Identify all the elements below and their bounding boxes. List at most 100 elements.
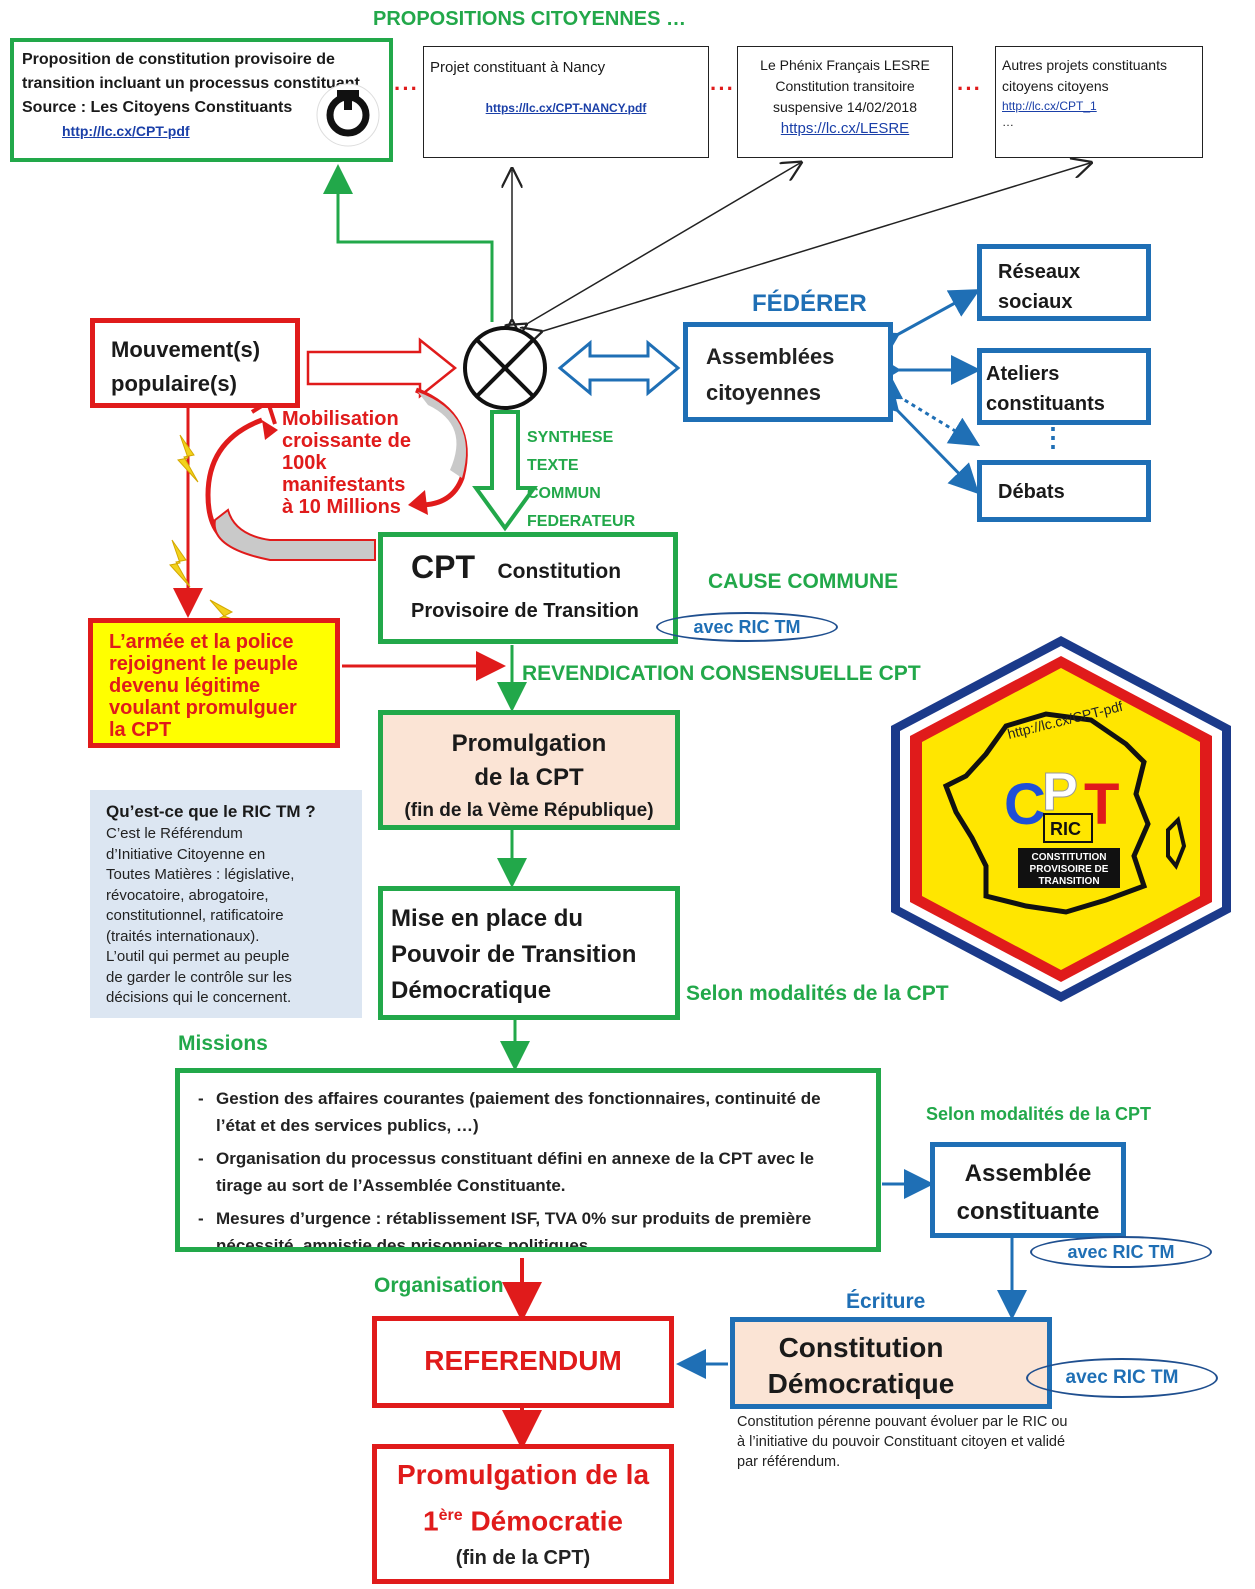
revendication-label: REVENDICATION CONSENSUELLE CPT <box>522 662 921 685</box>
proposal-box-3: Le Phénix Français LESRE Constitution tr… <box>737 46 953 158</box>
lightning-icon <box>169 539 191 588</box>
arrow-to-proposal-4 <box>540 163 1090 332</box>
ecriture-label: Écriture <box>846 1290 926 1313</box>
ric-info-line: L’outil qui permet au peuple <box>106 948 290 965</box>
mission-item: Organisation du processus constituant dé… <box>194 1145 862 1199</box>
proposal-1-link[interactable]: http://lc.cx/CPT-pdf <box>62 123 190 139</box>
assemblies-line: citoyennes <box>706 380 821 405</box>
ordinal-number: 1 <box>423 1505 439 1537</box>
proposal-3-line: Le Phénix Français LESRE <box>760 57 930 73</box>
armee-box: L’armée et la police rejoignent le peupl… <box>88 618 340 748</box>
armee-line: rejoignent le peuple <box>109 653 298 675</box>
mobilisation-line: 100k <box>282 452 327 474</box>
ric-pill: avec RIC TM <box>656 612 838 642</box>
reseaux-sociaux-box: Réseaux sociaux <box>977 244 1151 321</box>
ric-info-line: Toutes Matières : législative, <box>106 866 295 883</box>
ateliers-line: Ateliers <box>986 363 1060 385</box>
promulgation-dem-line: (fin de la CPT) <box>455 1547 591 1570</box>
organisation-label: Organisation <box>374 1274 504 1297</box>
cpt-box: CPT Constitution Provisoire de Transitio… <box>378 532 678 644</box>
pouvoir-line: Pouvoir de Transition <box>391 941 637 968</box>
logo-ric: RIC <box>1050 819 1081 839</box>
logo-letter-c: C <box>1004 772 1046 837</box>
proposal-separator: ··· <box>394 76 419 101</box>
promulgation-cpt-line: Promulgation <box>451 730 607 757</box>
ateliers-line: constituants <box>986 393 1105 415</box>
proposal-1-line: transition incluant un processus constit… <box>22 75 360 92</box>
constitution-note-line: par référendum. <box>737 1454 841 1470</box>
armee-line: la CPT <box>109 719 172 741</box>
ric-info-line: de garder le contrôle sur les <box>106 968 292 986</box>
ric-info-line: C’est le Référendum <box>106 825 243 842</box>
proposal-4-line: citoyens citoyens <box>1002 78 1109 94</box>
constitution-democratique-box: Constitution Démocratique <box>730 1317 1052 1409</box>
missions-label: Missions <box>178 1032 268 1055</box>
proposal-1-source: Source : Les Citoyens Constituants <box>22 99 293 116</box>
armee-line: L’armée et la police <box>109 631 294 653</box>
ric-pill: avec RIC TM <box>1030 1236 1212 1268</box>
proposal-3-line: suspensive 14/02/2018 <box>773 99 917 115</box>
assemblies-box: Assemblées citoyennes <box>683 322 893 422</box>
proposal-2-link[interactable]: https://lc.cx/CPT-NANCY.pdf <box>485 101 647 115</box>
debats-box: Débats <box>977 460 1151 522</box>
proposal-4-link[interactable]: http://lc.cx/CPT_1 <box>1002 99 1097 113</box>
pouvoir-line: Mise en place du <box>391 905 584 932</box>
constitution-note: Constitution pérenne pouvant évoluer par… <box>737 1412 1067 1472</box>
synthese-text: SYNTHESE TEXTE COMMUN FEDERATEUR <box>527 424 635 536</box>
proposal-3-line: Constitution transitoire <box>775 78 915 94</box>
proposal-3-link[interactable]: https://lc.cx/LESRE <box>780 120 910 137</box>
merge-node <box>463 326 547 410</box>
constitution-note-line: Constitution pérenne pouvant évoluer par… <box>737 1414 1068 1430</box>
ordinal-suffix: ère <box>438 1507 463 1524</box>
movements-to-node-arrow <box>306 337 458 399</box>
selon-modalites-label: Selon modalités de la CPT <box>686 982 949 1005</box>
ric-info-line: (traités internationaux). <box>106 927 260 945</box>
vertical-ellipsis: ⋮ <box>1040 422 1066 452</box>
ateliers-constituants-box: Ateliers constituants <box>977 348 1151 425</box>
synthese-line: FEDERATEUR <box>527 513 636 530</box>
proposal-separator: ··· <box>710 76 735 101</box>
lightning-icon <box>177 434 199 483</box>
header-title: PROPOSITIONS CITOYENNES … <box>373 8 687 30</box>
ric-info-panel: Qu’est-ce que le RIC TM ? C’est le Référ… <box>90 790 362 1018</box>
ric-info-title: Qu’est-ce que le RIC TM ? <box>106 802 316 821</box>
movements-line: Mouvement(s) <box>111 337 261 362</box>
synthese-line: TEXTE <box>527 457 579 474</box>
reseaux-line: Réseaux <box>998 261 1081 283</box>
constitution-note-line: à l’initiative du pouvoir Constituant ci… <box>737 1434 1066 1450</box>
armee-line: voulant promulguer <box>109 697 297 719</box>
synthesis-down-arrow <box>472 410 538 532</box>
assemblee-constituante-line: constituante <box>956 1198 1100 1225</box>
promulgation-cpt-line: de la CPT <box>474 764 584 791</box>
logo-sub: PROVISOIRE DE <box>1030 864 1109 875</box>
ric-info-line: révocatoire, abrogatoire, <box>106 886 269 904</box>
assemblee-constituante-box: Assemblée constituante <box>930 1142 1126 1238</box>
movements-line: populaire(s) <box>111 371 237 396</box>
promulgation-dem-line: Démocratie <box>470 1505 623 1537</box>
mobilisation-text: Mobilisation croissante de 100k manifest… <box>282 408 411 518</box>
node-assemblies-double-arrow <box>557 339 681 397</box>
promulgation-cpt-box: Promulgation de la CPT (fin de la Vème R… <box>378 710 680 830</box>
proposal-box-1: Proposition de constitution provisoire d… <box>10 38 393 162</box>
proposal-box-2: Projet constituant à Nancy https://lc.cx… <box>423 46 709 158</box>
cpt-abbr: CPT <box>411 549 475 585</box>
movements-box: Mouvement(s) populaire(s) <box>90 318 300 408</box>
mobilisation-line: à 10 Millions <box>282 496 401 518</box>
reseaux-line: sociaux <box>998 291 1073 313</box>
federer-label: FÉDÉRER <box>752 290 867 317</box>
referendum-label: REFERENDUM <box>424 1345 622 1376</box>
proposal-box-4: Autres projets constituants citoyens cit… <box>995 46 1203 158</box>
ric-info-line: constitutionnel, ratificatoire <box>106 907 284 924</box>
citoyens-constituants-logo <box>316 83 380 147</box>
referendum-box: REFERENDUM <box>372 1316 674 1408</box>
ric-pill: avec RIC TM <box>1026 1358 1218 1398</box>
logo-sub: CONSTITUTION <box>1032 852 1107 863</box>
arrow-to-proposal-1 <box>323 164 494 322</box>
mobilisation-line: Mobilisation <box>282 408 399 430</box>
pouvoir-transition-box: Mise en place du Pouvoir de Transition D… <box>378 886 680 1020</box>
cpt-line: Constitution <box>497 560 622 583</box>
debats-label: Débats <box>998 481 1065 503</box>
proposal-4-more: … <box>1002 115 1014 129</box>
proposal-1-line: Proposition de constitution provisoire d… <box>22 51 335 68</box>
proposal-separator: ··· <box>957 76 982 101</box>
